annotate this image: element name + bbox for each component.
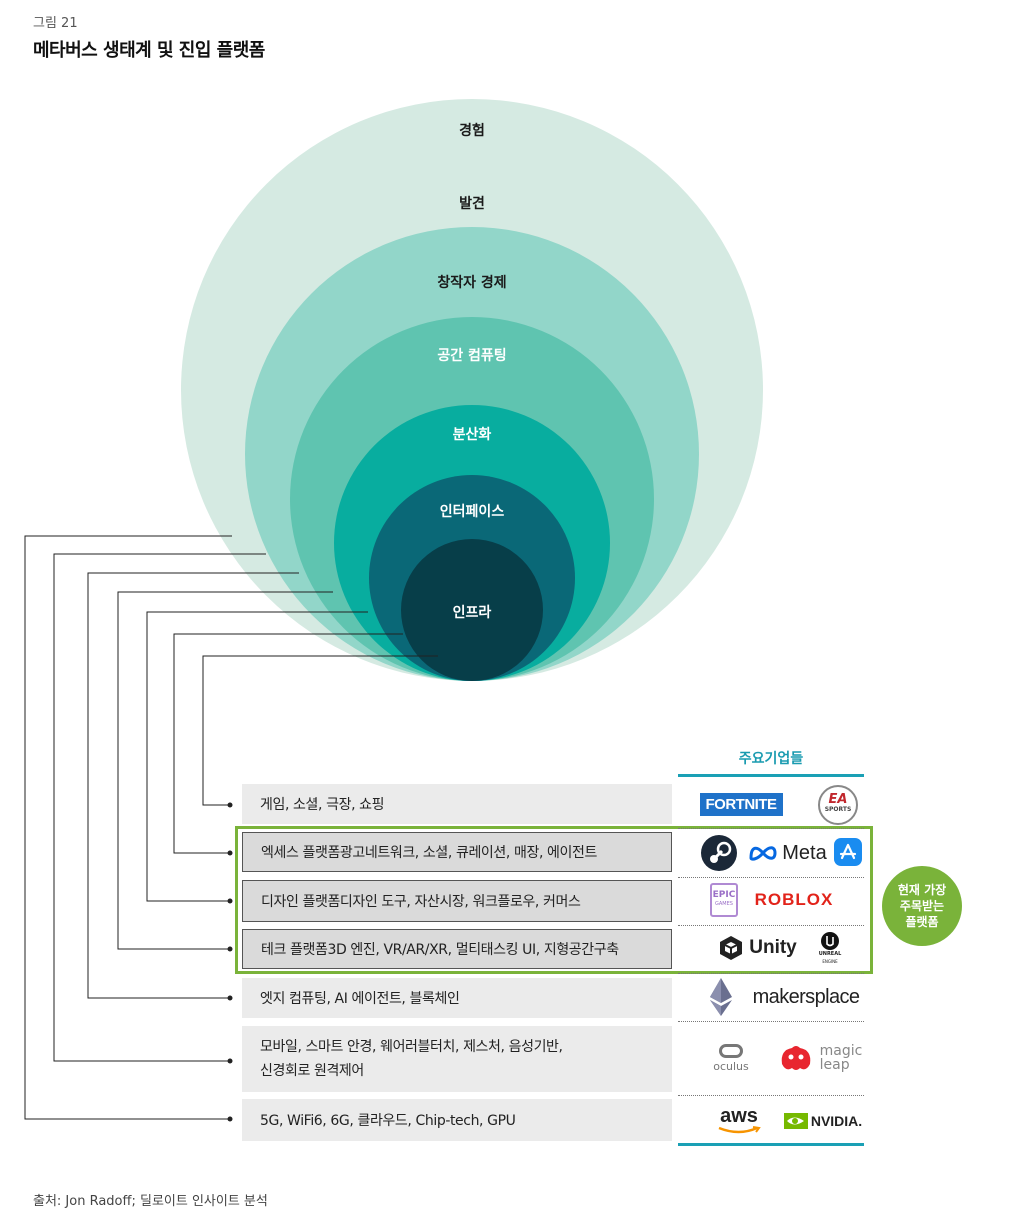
magic-leap-wordmark: magic leap: [819, 1043, 863, 1073]
layer-row-discovery: 엑세스 플랫폼광고네트워크, 소셜, 큐레이션, 매장, 에이전트: [242, 832, 672, 872]
roblox-logo: ROBLOX: [754, 890, 834, 909]
layer-text: 5G, WiFi6, 6G, 클라우드, Chip-tech, GPU: [260, 1113, 516, 1129]
meta-logo: Meta: [742, 838, 832, 868]
source-note: 출처: Jon Radoff; 딜로이트 인사이트 분석: [33, 1194, 268, 1209]
connector-line: [173, 633, 403, 854]
connector-dots: [227, 802, 233, 1122]
ring-labels: 경험 발견 창작자 경제 공간 컴퓨팅 분산화 인터페이스 인프라: [437, 122, 506, 621]
connector-line: [53, 553, 266, 1062]
row-divider: [678, 925, 864, 926]
connector-line: [117, 591, 333, 950]
ring-infrastructure: [401, 539, 543, 681]
connector-dot: [227, 898, 233, 904]
row-divider: [678, 1095, 864, 1096]
layer-row-spatial-computing: 테크 플랫폼3D 엔진, VR/AR/XR, 멀티태스킹 UI, 지형공간구축: [242, 929, 672, 969]
makersplace-logo: makersplace: [752, 985, 860, 1008]
highlight-frame: [235, 826, 873, 974]
ethereum-icon: [707, 976, 735, 1018]
connector-dot: [227, 995, 233, 1001]
nvidia-eye-icon: [783, 1113, 808, 1129]
connector-line: [202, 655, 438, 806]
layer-row-decentralization: 엣지 컴퓨팅, AI 에이전트, 블록체인: [242, 978, 672, 1018]
figure-label: 그림 21: [33, 16, 78, 31]
unreal-icon: [821, 932, 839, 950]
steam-icon: [700, 834, 738, 872]
connector-line: [146, 611, 368, 902]
row-divider: [678, 828, 864, 829]
connector-dot: [227, 946, 233, 952]
ring-label-interface: 인터페이스: [440, 503, 505, 520]
layer-row-interface: 모바일, 스마트 안경, 웨어러블터치, 제스처, 음성기반, 신경회로 원격제…: [242, 1026, 672, 1092]
connector-line: [87, 572, 299, 999]
ring-label-decentralization: 분산화: [453, 426, 492, 443]
connector-lines: [24, 535, 438, 1120]
app-store-icon: [834, 838, 862, 866]
layer-text: 디자인 플랫폼디자인 도구, 자산시장, 워크플로우, 커머스: [261, 894, 581, 910]
connector-dot: [227, 850, 233, 856]
oculus-logo: oculus: [708, 1040, 754, 1076]
ring-label-spatial-computing: 공간 컴퓨팅: [437, 347, 506, 364]
fortnite-logo: FORTNITE: [699, 790, 783, 818]
companies-top-rule: [678, 774, 864, 777]
meta-infinity-icon: [749, 846, 777, 861]
connector-line: [24, 535, 232, 1120]
companies-bottom-rule: [678, 1143, 864, 1146]
connector-dot: [227, 1058, 233, 1064]
magic-leap-logo: magic leap: [772, 1038, 868, 1078]
epic-games-logo: EPIC GAMES: [710, 883, 738, 917]
connector-dot: [227, 802, 233, 808]
unity-cube-icon: [720, 936, 743, 960]
ring-label-experience: 경험: [459, 122, 485, 139]
layer-row-infrastructure: 5G, WiFi6, 6G, 클라우드, Chip-tech, GPU: [242, 1099, 672, 1141]
ea-sports-logo: EA SPORTS: [818, 785, 858, 825]
unreal-engine-logo: UNREAL ENGINE: [814, 930, 846, 966]
layer-text: 모바일, 스마트 안경, 웨어러블터치, 제스처, 음성기반, 신경회로 원격제…: [260, 1039, 563, 1079]
row-divider: [678, 1021, 864, 1022]
layer-text: 테크 플랫폼3D 엔진, VR/AR/XR, 멀티태스킹 UI, 지형공간구축: [261, 942, 619, 958]
aws-smile-icon: [718, 1126, 761, 1134]
ring-group: [181, 99, 763, 681]
layer-row-creator-economy: 디자인 플랫폼디자인 도구, 자산시장, 워크플로우, 커머스: [242, 880, 672, 922]
highlight-badge: 현재 가장 주목받는 플랫폼: [882, 866, 962, 946]
oculus-icon: [719, 1043, 743, 1058]
connector-dot: [227, 1116, 233, 1122]
ring-label-infrastructure: 인프라: [453, 604, 492, 621]
magic-leap-icon: [781, 1046, 810, 1070]
unity-logo: Unity: [712, 932, 802, 964]
ring-label-discovery: 발견: [459, 195, 485, 212]
layer-text: 엣지 컴퓨팅, AI 에이전트, 블록체인: [260, 991, 460, 1007]
layer-text: 엑세스 플랫폼광고네트워크, 소셜, 큐레이션, 매장, 에이전트: [261, 845, 597, 861]
nvidia-logo: NVIDIA.: [778, 1109, 868, 1133]
ring-label-creator-economy: 창작자 경제: [437, 274, 506, 291]
aws-logo: aws: [712, 1103, 766, 1137]
row-divider: [678, 973, 864, 974]
figure-title: 메타버스 생태계 및 진입 플랫폼: [33, 40, 265, 61]
row-divider: [678, 877, 864, 878]
layer-row-experience: 게임, 소셜, 극장, 쇼핑: [242, 784, 672, 824]
layer-text: 게임, 소셜, 극장, 쇼핑: [260, 797, 385, 813]
companies-header: 주요기업들: [738, 751, 804, 767]
